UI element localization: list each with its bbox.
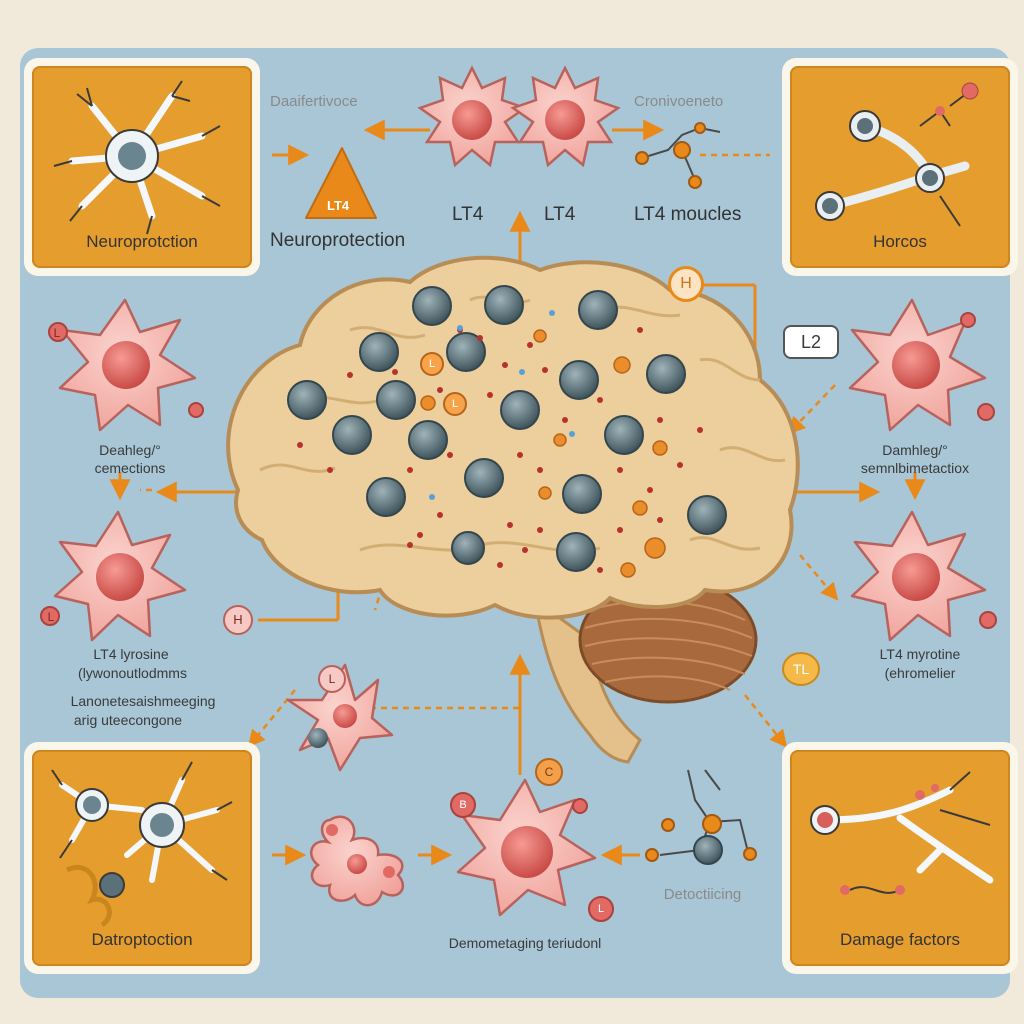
bottom-cell-blob (309, 815, 405, 907)
panel-bottom-right: Damage factors (782, 742, 1018, 974)
badge-left-lower-l: L (47, 610, 55, 624)
badge-brain-l2: L (443, 392, 467, 416)
neuron-icon (53, 80, 221, 235)
panel-top-left-label: Neuroprotction (86, 232, 198, 251)
panel-top-right-inner: Horcos (790, 66, 1010, 268)
panel-top-right: Horcos (782, 58, 1018, 276)
panel-bottom-left-inner: Datroptoction (32, 750, 252, 966)
top-cell-left (417, 65, 528, 168)
right-cell-lower (850, 510, 997, 642)
badge-h-top: H (668, 266, 704, 302)
panel-bottom-left: Datroptoction (24, 742, 260, 974)
top-cell-right (510, 65, 621, 168)
label-neuroprotection: Neuroprotection (270, 230, 406, 251)
brain-neurons (287, 285, 727, 572)
panel-top-left: Neuroprotction (24, 58, 260, 276)
molecule-chain-top (635, 122, 721, 189)
right-cell-upper (848, 298, 995, 432)
label-right-2-line1: LT4 myrotine (879, 646, 961, 662)
label-right-1-line1: Damhleg/° (882, 442, 948, 458)
neurons-icon (815, 82, 979, 227)
label-top-right-heading: Cronivoeneto (634, 93, 724, 110)
panel-top-right-label: Horcos (873, 232, 927, 251)
top-cells (417, 65, 621, 168)
label-lt4-b: LT4 (544, 204, 576, 225)
damaged-axon-icon (810, 771, 994, 895)
badge-bottom-c: C (535, 758, 563, 786)
label-right-2-line2: (ehromelier (884, 665, 956, 681)
brain-stem (532, 596, 642, 764)
left-cell-upper (48, 298, 204, 432)
label-left-3-line1: Lanonetesaishmeeging (70, 693, 216, 709)
dashed-right-mid (799, 554, 839, 601)
badge-bottom-b: B (450, 792, 476, 818)
badge-left-h: H (223, 605, 253, 635)
badge-brain-l: L (420, 352, 444, 376)
label-left-2-line2: (lywonoutlodmms (78, 665, 187, 681)
label-left-1-line1: Deahleg/° (99, 442, 161, 458)
label-triangle-lt4: LT4 (327, 198, 350, 213)
panel-top-left-inner: Neuroprotction (32, 66, 252, 268)
molecule-chain-bottom (645, 769, 757, 865)
panel-bottom-right-label: Damage factors (840, 930, 960, 949)
label-left-1-line2: cemections (94, 460, 166, 476)
badge-bottom-l: L (588, 896, 614, 922)
badge-star-l: L (318, 665, 346, 693)
label-bottom-center: Demometaging teriudonl (448, 935, 602, 951)
badge-left-upper-l: L (53, 326, 61, 340)
label-left-3-line2: arig uteecongone (73, 712, 183, 728)
badge-right-tl: TL (782, 652, 820, 686)
label-top-left-heading: Daaifertivoce (270, 93, 358, 110)
label-lt4-molecules: LT4 moucles (634, 204, 742, 225)
lt4-triangle (305, 147, 377, 219)
brain-molecules (297, 310, 703, 578)
bottom-cell-center (456, 778, 597, 917)
label-lt4-a: LT4 (452, 204, 484, 225)
label-bottom-right: Detoctiicing (663, 886, 742, 903)
panel-bottom-right-inner: Damage factors (790, 750, 1010, 966)
left-cell-lower (40, 510, 187, 642)
label-left-2-line1: LT4 lyrosine (93, 646, 169, 662)
panel-bottom-left-label: Datroptoction (91, 930, 193, 949)
label-right-1-line2: semnlbimetactiox (860, 460, 970, 476)
badge-l2: L2 (783, 325, 839, 359)
damaged-neurons-icon (51, 761, 233, 928)
left-cell-star (286, 663, 394, 772)
